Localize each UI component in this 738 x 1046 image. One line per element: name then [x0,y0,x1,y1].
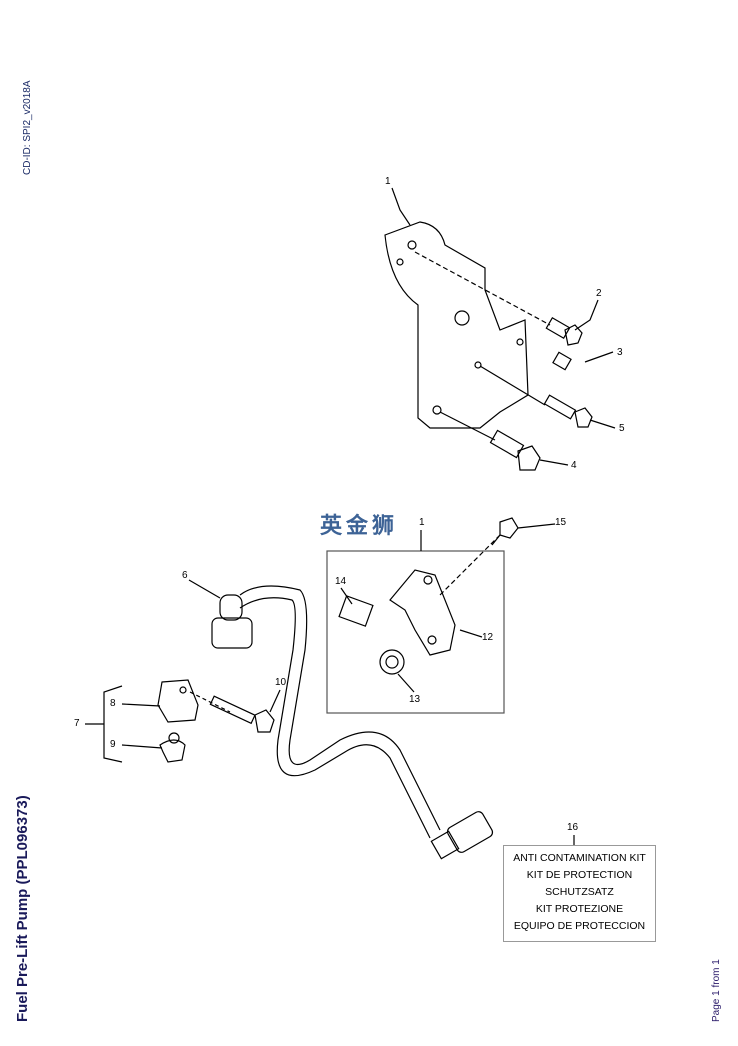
callout-3: 3 [617,347,623,358]
stud-3 [552,351,572,371]
plug-13 [379,649,405,675]
anti-contamination-kit-label: ANTI CONTAMINATION KIT KIT DE PROTECTION… [503,845,656,942]
callout-14: 14 [335,576,347,587]
callout-10: 10 [275,677,287,688]
kit-line: EQUIPO DE PROTECCION [513,920,646,932]
bracket-12 [389,569,456,656]
clip-8 [157,679,199,723]
callout-1-box: 1 [419,517,425,528]
bolt-2 [545,316,583,346]
screw-15 [491,517,519,546]
kit-line: KIT PROTEZIONE [535,903,624,915]
kit-line: KIT DE PROTECTION [526,869,633,881]
clip-14 [338,595,374,627]
callout-7: 7 [74,718,80,729]
callout-16: 16 [567,822,579,833]
connector-6 [211,594,253,649]
callout-8: 8 [110,698,116,709]
bolt-10 [209,695,275,733]
kit-line: SCHUTZSATZ [545,886,614,898]
fuel-pipe [239,585,441,839]
bolt-5 [543,394,593,428]
callout-2: 2 [596,288,602,299]
callout-15: 15 [555,517,567,528]
callout-1: 1 [385,176,391,187]
callout-6: 6 [182,570,188,581]
callout-13: 13 [409,694,421,705]
clip-9 [159,732,186,763]
callout-12: 12 [482,632,494,643]
kit-line: ANTI CONTAMINATION KIT [513,852,646,864]
callout-4: 4 [571,460,577,471]
bolt-4 [489,429,541,471]
connector-end [430,811,494,860]
callout-9: 9 [110,739,116,750]
watermark: 英金狮 [320,513,399,538]
bracket-part [384,221,529,429]
callout-5: 5 [619,423,625,434]
